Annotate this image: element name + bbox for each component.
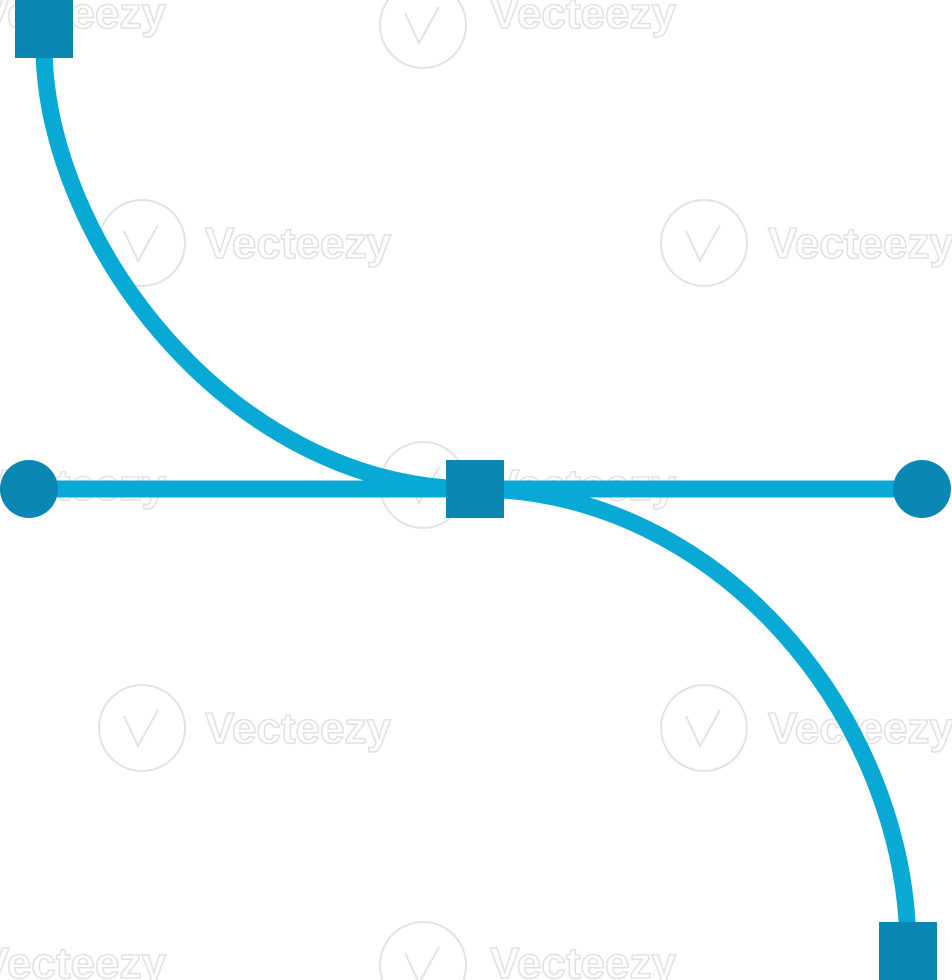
watermark-text: Vecteezy bbox=[490, 939, 676, 980]
watermark-logo-icon bbox=[379, 0, 467, 69]
anchor-point-bottom-right bbox=[879, 922, 937, 980]
watermark-logo-icon bbox=[660, 684, 748, 772]
watermark-logo-icon bbox=[98, 684, 186, 772]
watermark-logo-icon bbox=[660, 199, 748, 287]
watermark-text: Vecteezy bbox=[490, 0, 676, 38]
anchor-point-top-left bbox=[15, 0, 73, 58]
watermark-text: Vecteezy bbox=[205, 704, 391, 753]
watermark-text: Vecteezy bbox=[205, 219, 391, 268]
watermark-row-2: Vecteezy Vecteezy bbox=[98, 199, 952, 287]
anchor-point-center bbox=[446, 460, 504, 518]
watermark-row-top: Vecteezy Vecteezy bbox=[0, 0, 677, 69]
handle-point-left bbox=[0, 460, 58, 518]
watermark-text: Vecteezy bbox=[0, 939, 166, 980]
handle-point-right bbox=[893, 460, 951, 518]
watermark-text: Vecteezy bbox=[768, 219, 952, 268]
watermark-logo-icon bbox=[379, 921, 467, 980]
watermark-row-bottom: Vecteezy Vecteezy bbox=[0, 921, 677, 980]
